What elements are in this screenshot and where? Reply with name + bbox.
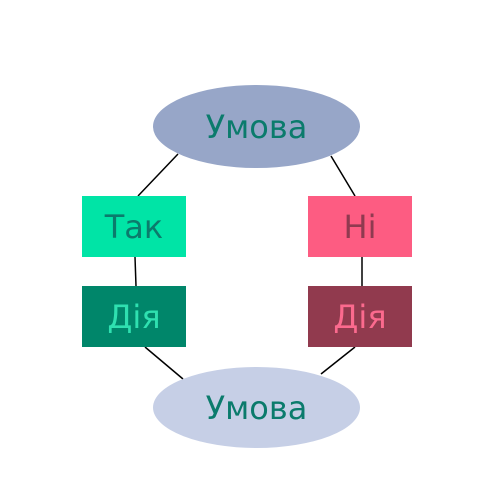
- connector-action-to-bottom-left: [144, 346, 184, 380]
- condition-top-node: Умова: [153, 85, 360, 168]
- connector-top-to-no: [330, 155, 356, 197]
- branch-yes-label: Так: [104, 207, 164, 246]
- connector-action-to-bottom-right: [320, 346, 356, 375]
- action-left-node: Дія: [82, 286, 186, 347]
- action-right-node: Дія: [308, 286, 412, 347]
- branch-no-label: Ні: [343, 207, 377, 246]
- connector-top-to-yes: [137, 153, 179, 197]
- condition-bottom-label: Умова: [205, 388, 308, 427]
- connector-yes-to-action: [134, 256, 137, 287]
- condition-top-label: Умова: [205, 107, 308, 146]
- action-left-label: Дія: [107, 297, 161, 336]
- branch-no-node: Ні: [308, 196, 412, 257]
- condition-bottom-node: Умова: [153, 367, 360, 448]
- action-right-label: Дія: [333, 297, 387, 336]
- branch-yes-node: Так: [82, 196, 186, 257]
